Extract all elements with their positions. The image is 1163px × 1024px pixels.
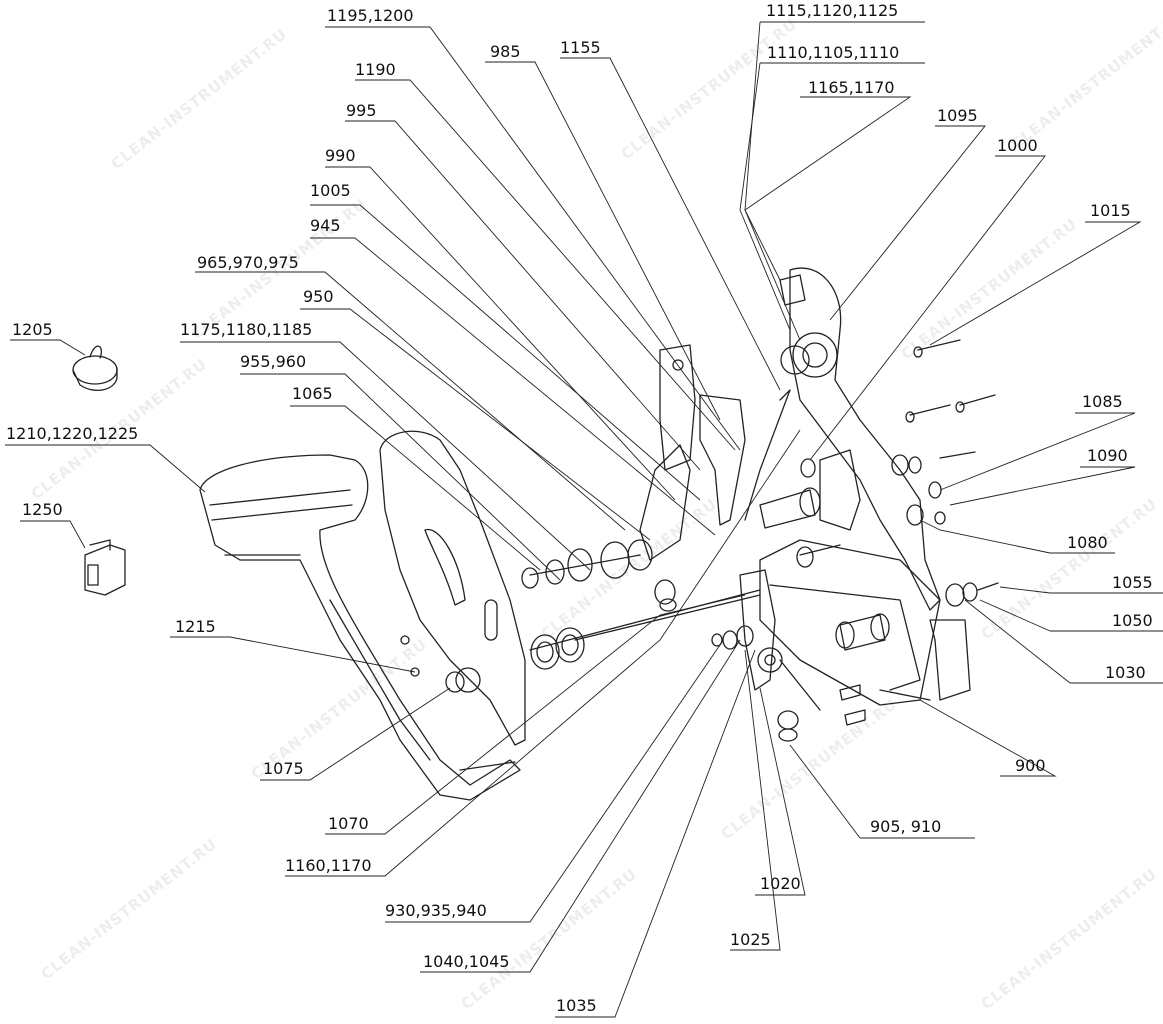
callout-label: 955,960 xyxy=(240,352,307,371)
callout-label: 1155 xyxy=(560,38,601,57)
callout-label: 1205 xyxy=(12,320,53,339)
callout-label: 1250 xyxy=(22,500,63,519)
cable xyxy=(744,389,791,521)
screw-icon xyxy=(410,667,420,677)
callout-label: 1090 xyxy=(1087,446,1128,465)
callout-label: 965,970,975 xyxy=(197,253,299,272)
callout-label: 1000 xyxy=(997,136,1038,155)
callout-label: 930,935,940 xyxy=(385,901,487,920)
callout-label: 985 xyxy=(490,42,521,61)
lever-plate xyxy=(379,430,526,746)
callout-label: 1065 xyxy=(292,384,333,403)
callout-label: 1080 xyxy=(1067,533,1108,552)
pivot-shaft xyxy=(529,589,761,670)
callout-label: 1055 xyxy=(1112,573,1153,592)
callout-label: 1075 xyxy=(263,759,304,778)
pedal-arm xyxy=(199,454,521,801)
callout-label: 1210,1220,1225 xyxy=(6,424,139,443)
callout-label: 1050 xyxy=(1112,611,1153,630)
callout-label: 1040,1045 xyxy=(423,952,510,971)
bushing-1075 xyxy=(445,671,465,693)
bolt-stack xyxy=(521,539,677,612)
callout-label: 1195,1200 xyxy=(327,6,414,25)
callout-label: 1015 xyxy=(1090,201,1131,220)
callout-label: 1085 xyxy=(1082,392,1123,411)
callout-label: 1020 xyxy=(760,874,801,893)
callout-label: 900 xyxy=(1015,756,1046,775)
callout-label: 1175,1180,1185 xyxy=(180,320,313,339)
callout-label: 1160,1170 xyxy=(285,856,372,875)
callout-label: 1005 xyxy=(310,181,351,200)
bushings xyxy=(759,458,890,651)
callout-label: 945 xyxy=(310,216,341,235)
callout-label: 950 xyxy=(303,287,334,306)
part-1205 xyxy=(72,345,118,391)
callout-label: 1215 xyxy=(175,617,216,636)
mid-bracket xyxy=(639,344,861,561)
right-bolts xyxy=(891,339,999,607)
callout-label: 1030 xyxy=(1105,663,1146,682)
switch-assembly xyxy=(711,569,821,711)
callout-label: 995 xyxy=(346,101,377,120)
upper-plate xyxy=(779,267,941,611)
callout-label: 905, 910 xyxy=(870,817,942,836)
part-1250 xyxy=(84,539,126,596)
callout-label: 1025 xyxy=(730,930,771,949)
screw-icon xyxy=(400,635,410,645)
callout-label: 1165,1170 xyxy=(808,78,895,97)
callout-label: 1110,1105,1110 xyxy=(767,43,900,62)
callout-label: 1070 xyxy=(328,814,369,833)
main-bracket xyxy=(759,539,971,706)
bolts-905 xyxy=(777,684,866,742)
callout-label: 1115,1120,1125 xyxy=(766,1,899,20)
callout-label: 990 xyxy=(325,146,356,165)
callout-label: 1190 xyxy=(355,60,396,79)
callout-label: 1095 xyxy=(937,106,978,125)
leader-lines xyxy=(5,21,1163,1018)
callout-label: 1035 xyxy=(556,996,597,1015)
